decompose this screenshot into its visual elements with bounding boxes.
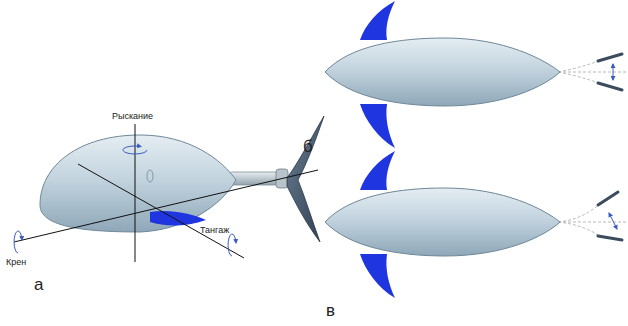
pectoral-fin xyxy=(150,211,206,226)
top-view-fish xyxy=(325,1,626,148)
motion-arrow xyxy=(609,213,617,229)
pectoral-fin xyxy=(360,151,395,190)
axis-label: Тангаж xyxy=(200,226,229,235)
pitch-arrow xyxy=(228,234,236,256)
roll-axis xyxy=(14,170,318,242)
tail-position xyxy=(598,192,618,205)
roll-arrow xyxy=(14,231,22,253)
tail-position xyxy=(598,236,622,240)
rotation-axes xyxy=(14,124,318,262)
rotation-arrows xyxy=(14,146,236,256)
fish-body xyxy=(40,135,236,232)
pitch-axis xyxy=(78,164,244,258)
yaw-axis xyxy=(135,124,136,262)
axis-label: Рыскание xyxy=(112,112,153,121)
fish-body xyxy=(325,188,560,256)
motion-arrow xyxy=(613,64,614,80)
pectoral-fin xyxy=(360,104,395,148)
axis-label: Крен xyxy=(6,258,26,267)
fish-body xyxy=(325,38,560,106)
tail-position xyxy=(598,54,622,61)
panel-letter: в xyxy=(326,302,335,319)
top-view-fish xyxy=(325,151,626,298)
pectoral-fin xyxy=(360,1,395,40)
caudal-fin xyxy=(287,116,324,242)
tail-position xyxy=(598,83,622,90)
panel-letter: б xyxy=(303,138,313,155)
yaw-arrow xyxy=(123,146,147,154)
panel-letter: а xyxy=(34,276,43,293)
pectoral-fin xyxy=(360,254,395,298)
body-detail xyxy=(147,170,153,182)
